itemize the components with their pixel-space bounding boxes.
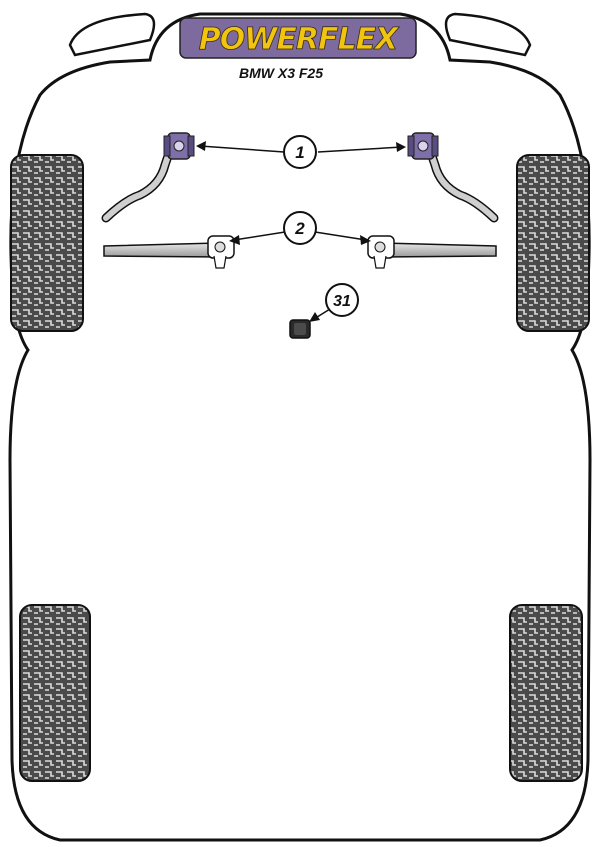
anti-roll-bar-right xyxy=(425,145,499,223)
callout-31-label: 31 xyxy=(333,293,351,310)
rear-left-tyre xyxy=(19,604,91,782)
powerflex-logo: POWERFLEX xyxy=(179,17,417,59)
engine-mount-insert xyxy=(289,319,311,339)
lower-arm-bush-left xyxy=(207,235,235,269)
lower-arm-bush-right xyxy=(367,235,395,269)
callout-1-label: 1 xyxy=(295,143,304,162)
lower-arm-left xyxy=(103,242,223,258)
callout-1: 1 xyxy=(196,135,406,169)
lower-arm-right xyxy=(377,242,497,258)
car-body-outline xyxy=(8,12,592,842)
vehicle-model: BMW X3 F25 xyxy=(239,65,323,81)
anti-roll-bar-bush-right xyxy=(407,132,439,160)
logo-text: POWERFLEX xyxy=(199,22,400,57)
anti-roll-bar-bush-left xyxy=(163,132,195,160)
callout-31: 31 xyxy=(309,283,359,322)
anti-roll-bar-left xyxy=(101,145,175,223)
callout-2-label: 2 xyxy=(294,219,305,238)
left-mirror xyxy=(68,12,156,57)
front-left-tyre xyxy=(10,154,84,332)
front-right-tyre xyxy=(516,154,590,332)
right-mirror xyxy=(444,12,532,57)
rear-right-tyre xyxy=(509,604,583,782)
callout-2: 2 xyxy=(229,211,371,245)
